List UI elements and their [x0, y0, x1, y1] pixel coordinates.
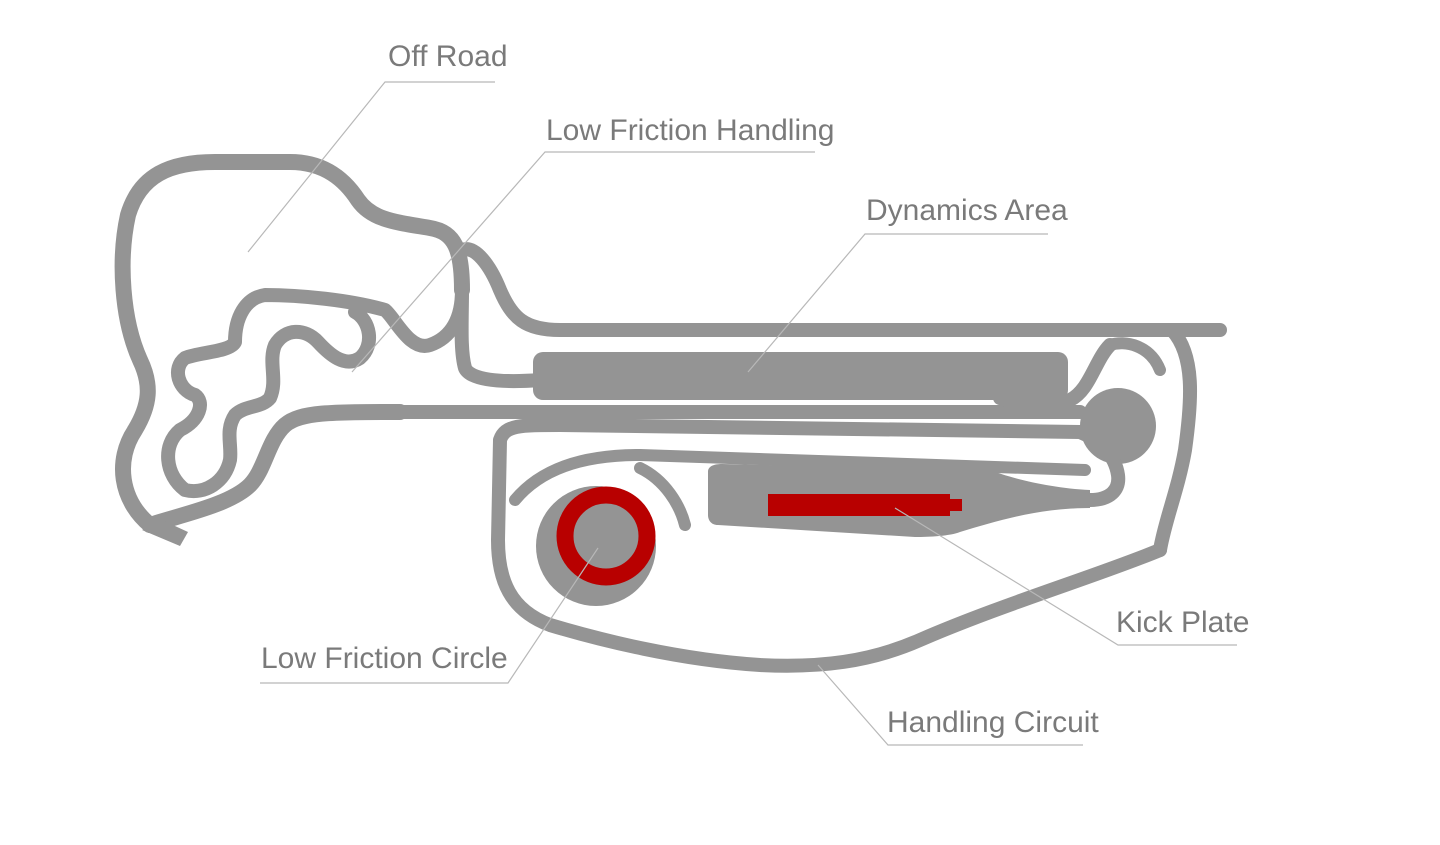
handling-circuit-label: Handling Circuit: [887, 706, 1099, 739]
off-road-tip: [142, 520, 188, 546]
right-hairpin-inner-track: [1104, 337, 1166, 376]
circle-approach-track: [634, 462, 691, 531]
kick-plate-highlight: [768, 494, 962, 516]
handling-circuit-leader: [817, 664, 1083, 746]
low-friction-circle-highlight: [556, 486, 656, 586]
low-friction-handling-leader: [351, 151, 815, 373]
right-outer-loop-track: [1153, 323, 1198, 557]
off-road-label: Off Road: [388, 40, 508, 73]
off-road-leader: [247, 81, 495, 253]
dynamics-area-label: Dynamics Area: [866, 194, 1068, 227]
low-friction-handling-track: [454, 283, 547, 389]
off-road-track: [114, 154, 470, 533]
kick-plate-label: Kick Plate: [1116, 606, 1249, 639]
low-friction-handling-loop: [455, 242, 1227, 337]
kick-plate-leader: [894, 507, 1237, 646]
off-road-return-track: [142, 404, 408, 533]
dynamics-area-leader: [747, 233, 1048, 373]
low-friction-circle-leader: [260, 547, 599, 684]
right-hairpin-track: [993, 338, 1117, 412]
turnaround-circle: [1080, 388, 1156, 464]
handling-circuit-track: [491, 418, 1167, 673]
low-friction-circle-label: Low Friction Circle: [261, 642, 508, 675]
off-road-inner-track: [161, 283, 469, 499]
low-friction-handling-label: Low Friction Handling: [546, 114, 834, 147]
low-friction-circle-center: [582, 512, 630, 560]
dynamics-area-pad: [533, 352, 1068, 400]
inner-sweep-track: [509, 449, 1091, 506]
